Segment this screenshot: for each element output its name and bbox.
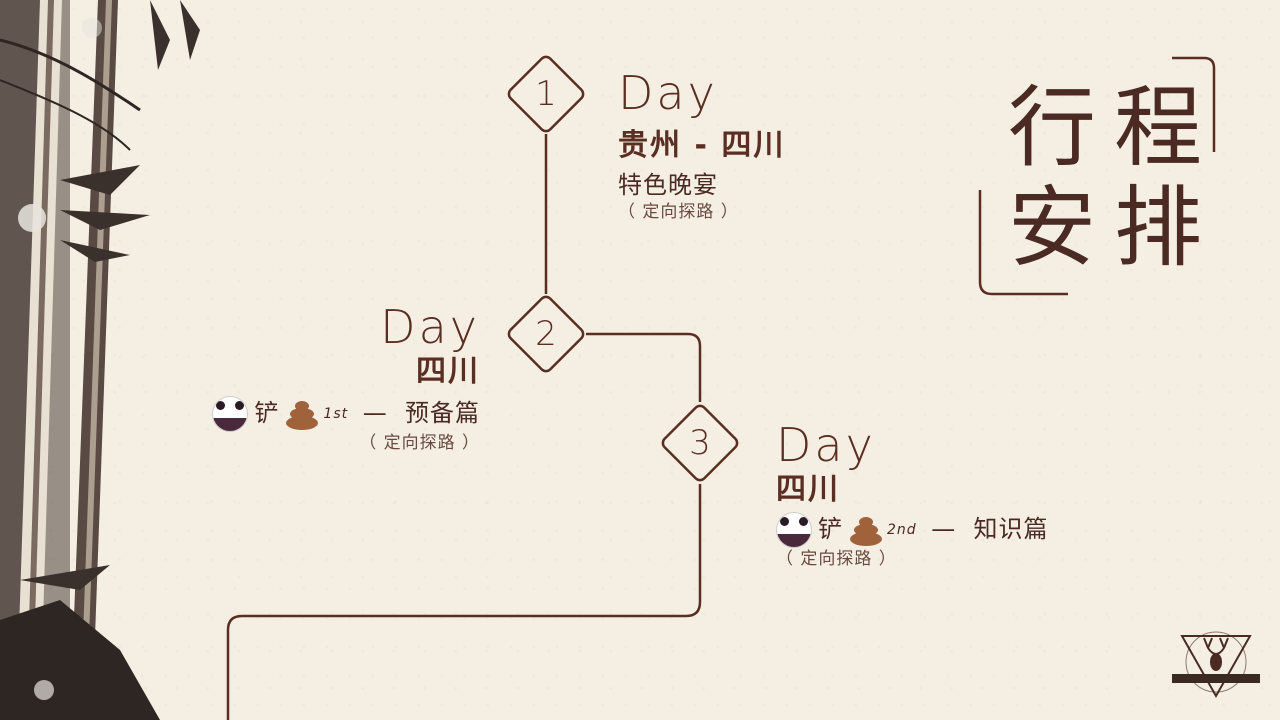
panda-icon — [776, 512, 812, 548]
day-1-number: 1 — [535, 74, 557, 114]
day-1-place: 贵州 - 四川 — [618, 128, 786, 163]
day-3-event-suffix: — 知识篇 — [922, 515, 1049, 544]
title-char-2: 程 — [1113, 76, 1202, 179]
day-2-event-prefix: 铲 — [254, 399, 280, 428]
day-1-label: Day — [618, 66, 718, 120]
day-1-block: Day 贵州 - 四川 特色晚宴 （ 定向探路 ） — [618, 70, 785, 223]
title-frame — [978, 56, 1216, 296]
day-1-event: 特色晚宴 — [618, 171, 718, 199]
day-2-event: 铲 1st — 预备篇 — [170, 396, 480, 432]
day-2-label: Day — [380, 300, 480, 354]
day-2-sub: （ 定向探路 ） — [359, 433, 480, 453]
panda-icon — [212, 396, 249, 432]
day-2-block: Day 四川 铲 1st — 预备篇 （ 定向探路 ） — [170, 304, 480, 454]
day-3-block: Day 四川 铲 2nd — 知识篇 （ 定向探路 ） — [776, 422, 1049, 570]
day-3-label: Day — [776, 418, 876, 472]
day-3-sub: （ 定向探路 ） — [776, 549, 897, 569]
day-2-event-suffix: — 预备篇 — [354, 399, 480, 428]
day-2-number: 2 — [535, 314, 557, 354]
day-2-place: 四川 — [416, 354, 480, 389]
day-3-event-sup: 2nd — [887, 521, 917, 538]
day-2-event-sup: 1st — [323, 405, 349, 422]
title-char-3: 安 — [1007, 176, 1096, 279]
deer-logo — [1172, 631, 1260, 699]
day-3-event: 铲 2nd — 知识篇 — [776, 512, 1049, 548]
day-3-number: 3 — [689, 423, 711, 463]
day-1-sub: （ 定向探路 ） — [618, 202, 739, 223]
title-char-4: 排 — [1113, 176, 1202, 279]
poop-icon — [849, 514, 883, 546]
poop-icon — [285, 398, 319, 430]
day-3-event-prefix: 铲 — [818, 515, 843, 544]
day-3-place: 四川 — [776, 472, 840, 507]
bamboo-decoration — [0, 0, 200, 720]
page-title: 行 程 安 排 — [1000, 78, 1210, 278]
title-char-1: 行 — [1007, 76, 1096, 179]
